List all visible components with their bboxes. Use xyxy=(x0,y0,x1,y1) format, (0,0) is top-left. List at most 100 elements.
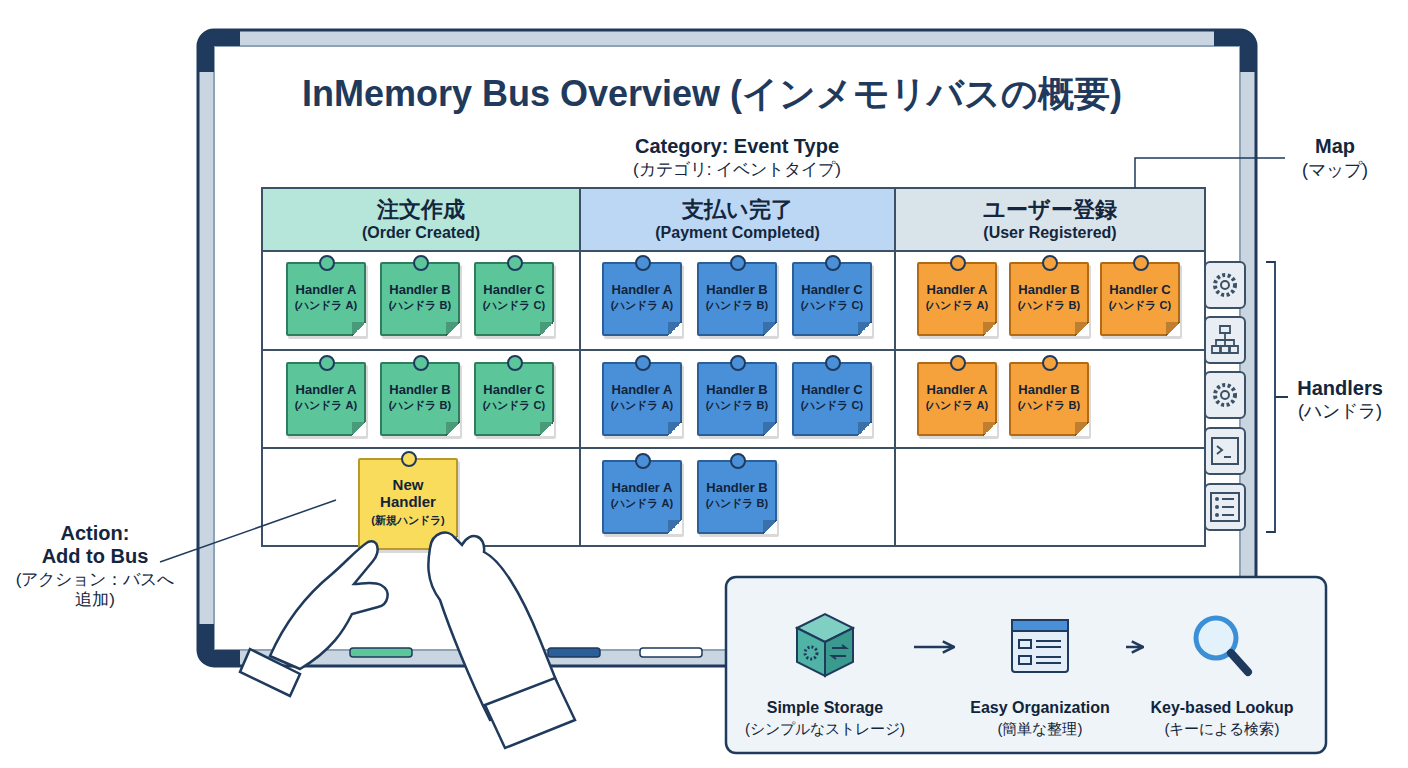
note-text-box: Handler B(ハンドラ B) xyxy=(701,282,773,313)
edge-layer xyxy=(914,647,1143,648)
handler-note: New Handler(新規ハンドラ) xyxy=(358,458,458,550)
hand xyxy=(428,533,560,720)
storage-icon xyxy=(797,628,825,676)
feature-step: Easy Organization(簡単な整理) xyxy=(958,610,1122,738)
note-text-box: Handler B(ハンドラ B) xyxy=(1013,282,1085,313)
handler-note: Handler B(ハンドラ B) xyxy=(1009,262,1089,336)
handler-note: Handler B(ハンドラ B) xyxy=(697,262,777,336)
handler-label: (ハンドラ B) xyxy=(701,398,773,412)
handler-note: Handler A(ハンドラ A) xyxy=(602,362,682,436)
handler-label: (ハンドラ A) xyxy=(921,298,993,312)
gear-icon xyxy=(1221,281,1229,289)
toolbar-button xyxy=(1205,372,1245,418)
toolbar-button xyxy=(1205,484,1245,530)
frame-corner xyxy=(1214,30,1256,72)
event-column: 注文作成(Order Created) Handler A(ハンドラ A) Hand… xyxy=(262,188,580,546)
handler-label: Handler B xyxy=(384,282,456,298)
column-title: 支払い完了 xyxy=(682,197,793,223)
handler-label: Handler B xyxy=(1013,382,1085,398)
annotation-label: Add to Bus xyxy=(10,545,180,568)
organization-icon xyxy=(1019,640,1061,664)
handler-label: (ハンドラ C) xyxy=(478,298,550,312)
storage-icon xyxy=(805,647,817,659)
handler-label: (ハンドラ A) xyxy=(606,398,678,412)
benefits-panel xyxy=(726,577,1326,753)
handler-note: Handler B(ハンドラ B) xyxy=(380,262,460,336)
whiteboard-surface xyxy=(214,46,1240,650)
handler-label: (ハンドラ B) xyxy=(384,298,456,312)
handler-note: Handler B(ハンドラ B) xyxy=(380,362,460,436)
handler-label: (ハンドラ B) xyxy=(701,496,773,510)
flow-arrow xyxy=(1126,646,1143,649)
handler-label: Handler B xyxy=(701,480,773,496)
feature-label: Key-based Lookup xyxy=(1150,698,1293,719)
column-header: 注文作成(Order Created) xyxy=(263,189,579,252)
handler-note: Handler C(ハンドラ C) xyxy=(474,362,554,436)
terminal-icon xyxy=(1212,438,1238,464)
title-layer: InMemory Bus Overview (インメモリバスの概要) xyxy=(212,70,1212,119)
feature-label: Easy Organization xyxy=(970,698,1110,719)
left-hand xyxy=(240,541,388,696)
note-text-box: Handler A(ハンドラ A) xyxy=(606,382,678,413)
note-text-box: Handler B(ハンドラ B) xyxy=(384,382,456,413)
note-text-box: Handler A(ハンドラ A) xyxy=(921,382,993,413)
handler-label: Handler A xyxy=(606,480,678,496)
list-icon xyxy=(1215,505,1219,509)
feature-label: Simple Storage xyxy=(767,698,883,719)
bracket xyxy=(1266,262,1288,532)
event-column: 支払い完了(Payment Completed)Handler A(ハンドラ A… xyxy=(580,188,895,546)
feature-step: Key-based Lookup(キーによる検索) xyxy=(1147,610,1297,738)
feature-label: (簡単な整理) xyxy=(998,719,1083,739)
note-text-box: Handler B(ハンドラ B) xyxy=(384,282,456,313)
handler-note: Handler C(ハンドラ C) xyxy=(792,262,872,336)
table-row-line xyxy=(262,349,1205,351)
handler-label: (ハンドラ B) xyxy=(1013,398,1085,412)
note-text-box: Handler C(ハンドラ C) xyxy=(1104,282,1176,313)
handler-note: Handler A(ハンドラ A) xyxy=(602,460,682,534)
frame-corner xyxy=(198,30,240,72)
flow-arrow xyxy=(914,646,954,649)
handler-label: Handler A xyxy=(921,382,993,398)
note-text-box: Handler B(ハンドラ B) xyxy=(701,480,773,511)
hierarchy-icon xyxy=(1212,326,1238,353)
list-icon xyxy=(1215,513,1219,517)
toolbar-button xyxy=(1205,428,1245,474)
handler-label: (ハンドラ C) xyxy=(1104,298,1176,312)
note-text-box: Handler A(ハンドラ A) xyxy=(290,282,362,313)
note-text-box: Handler C(ハンドラ C) xyxy=(796,282,868,313)
annotation-label: Map xyxy=(1275,135,1395,158)
column-title: 注文作成 xyxy=(377,197,465,223)
handler-note: Handler A(ハンドラ A) xyxy=(286,362,366,436)
column-title: (Payment Completed) xyxy=(655,223,819,242)
map-table xyxy=(262,188,1205,546)
column-title: (Order Created) xyxy=(362,223,480,242)
feature-label: (シンプルなストレージ) xyxy=(745,719,905,739)
annotation-label: Action: xyxy=(10,522,180,545)
note-text-box: Handler A(ハンドラ A) xyxy=(606,480,678,511)
annotation-label: (ハンドラ) xyxy=(1280,401,1400,422)
note-text-box: Handler C(ハンドラ C) xyxy=(478,282,550,313)
handler-note: Handler B(ハンドラ B) xyxy=(697,362,777,436)
column-header: 支払い完了(Payment Completed) xyxy=(581,189,894,252)
note-text-box: Handler B(ハンドラ B) xyxy=(701,382,773,413)
handler-label: Handler A xyxy=(606,382,678,398)
note-text-box: New Handler(新規ハンドラ) xyxy=(368,476,448,527)
marker-pen xyxy=(350,648,412,657)
handler-label: (ハンドラ B) xyxy=(1013,298,1085,312)
handler-label: (ハンドラ B) xyxy=(384,398,456,412)
handler-label: Handler C xyxy=(478,282,550,298)
annotation-label: Handlers xyxy=(1280,377,1400,400)
frame-corner xyxy=(198,624,240,666)
event-column: ユーザー登録(User Registered)Handler A(ハンドラ A)… xyxy=(895,188,1205,546)
handler-note: Handler B(ハンドラ B) xyxy=(697,460,777,534)
organization-icon xyxy=(1012,620,1068,672)
handler-label: (ハンドラ B) xyxy=(701,298,773,312)
gear-icon xyxy=(1215,385,1235,405)
handler-note: Handler C(ハンドラ C) xyxy=(474,262,554,336)
gear-icon xyxy=(1221,391,1229,399)
storage-icon xyxy=(825,628,853,676)
note-text-box: Handler A(ハンドラ A) xyxy=(606,282,678,313)
handler-note: Handler C(ハンドラ C) xyxy=(792,362,872,436)
handler-note: Handler A(ハンドラ A) xyxy=(602,262,682,336)
